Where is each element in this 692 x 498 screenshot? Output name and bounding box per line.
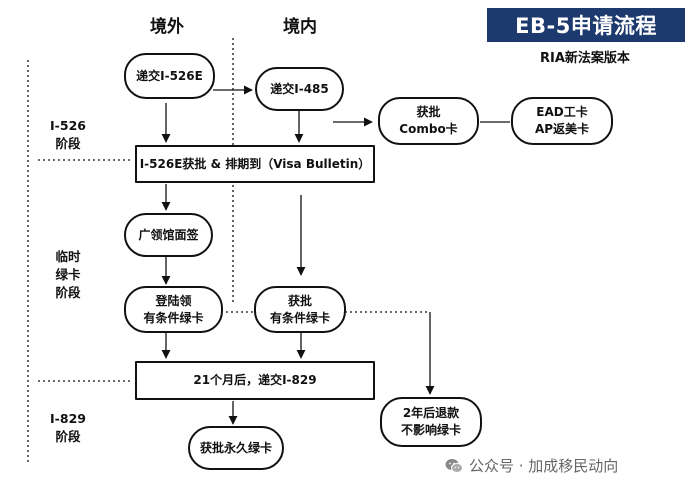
stage-label-i526: I-526 阶段 — [50, 118, 86, 151]
node-after-21-months: 21个月后，递交I-829 — [135, 361, 375, 400]
diagram-title: EB-5申请流程 — [487, 8, 685, 42]
node-approve-conditional-card: 获批 有条件绿卡 — [254, 286, 346, 333]
node-submit-i485: 递交I-485 — [255, 67, 344, 111]
column-header-inside: 境内 — [283, 17, 317, 37]
wechat-icon — [445, 458, 463, 473]
stage-label-i829: I-829 阶段 — [50, 411, 86, 444]
node-refund-2-years: 2年后退款 不影响绿卡 — [380, 397, 482, 447]
node-ead-ap: EAD工卡 AP返美卡 — [511, 97, 613, 145]
footer-text: 公众号 · 加成移民动向 — [469, 457, 619, 475]
node-approve-combo: 获批 Combo卡 — [378, 97, 479, 145]
footer-watermark: 公众号 · 加成移民动向 — [445, 455, 618, 476]
stage-label-temporary: 临时 绿卡 阶段 — [55, 249, 81, 300]
node-consulate-interview: 广领馆面签 — [124, 213, 213, 257]
node-submit-i526e: 递交I-526E — [124, 53, 215, 99]
node-approve-i526e-visa: I-526E获批 & 排期到（Visa Bulletin） — [135, 145, 375, 183]
node-approve-permanent: 获批永久绿卡 — [188, 426, 284, 470]
column-header-outside: 境外 — [150, 17, 184, 37]
node-land-conditional-card: 登陆领 有条件绿卡 — [124, 286, 223, 333]
diagram-subtitle: RIA新法案版本 — [540, 51, 630, 66]
